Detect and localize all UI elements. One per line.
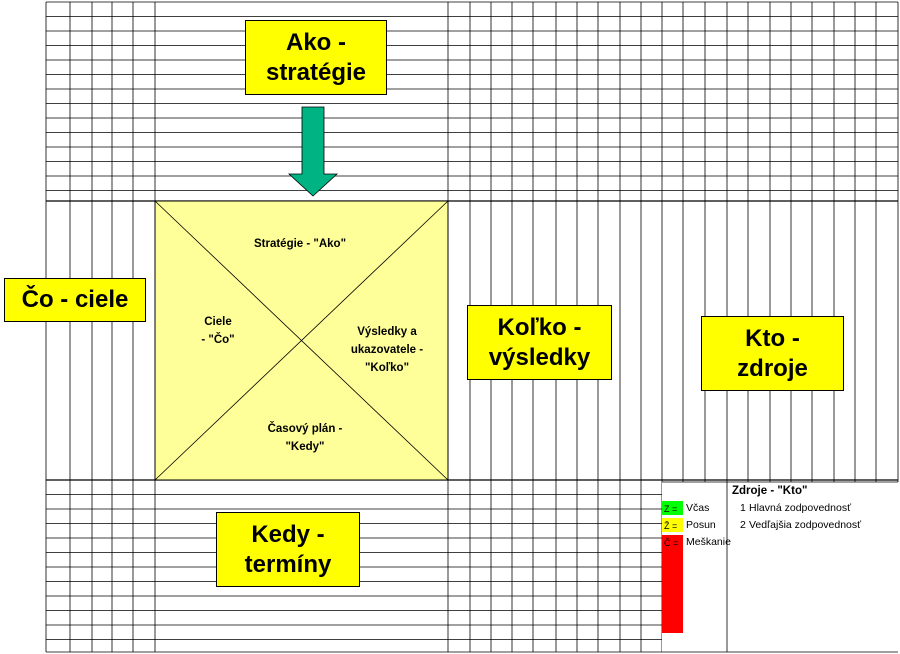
status-ontime-label: Včas (686, 502, 710, 514)
label-co: Čo - ciele (4, 278, 146, 322)
legend-resp1-num: 1 (740, 502, 746, 514)
legend-title: Zdroje - "Kto" (732, 485, 808, 497)
label-kolko: Koľko - výsledky (467, 305, 612, 380)
square-left-text: Ciele - "Čo" (201, 316, 235, 346)
status-ontime-letter: Z = (664, 504, 678, 514)
legend-panel (662, 481, 898, 653)
status-shift-letter: Ž = (664, 521, 678, 531)
square-right-text: Výsledky a ukazovatele - "Koľko" (350, 326, 424, 374)
legend-resp2: Vedľajšia zodpovednosť (749, 519, 862, 531)
legend-resp2-num: 2 (740, 519, 746, 531)
status-late-letter: Č = (664, 538, 679, 548)
label-ako: Ako - stratégie (245, 20, 387, 95)
status-red-swatch (662, 535, 683, 549)
label-kedy: Kedy - termíny (216, 512, 360, 587)
square-diagonal (154, 200, 449, 481)
status-shift-label: Posun (686, 519, 716, 531)
status-red-bar (662, 536, 683, 633)
status-late-label: Meškanie (686, 536, 731, 548)
status-green-swatch (662, 501, 683, 515)
square-top-text: Stratégie - "Ako" (253, 238, 347, 250)
status-yellow-swatch (662, 518, 683, 532)
square-bottom-text: Časový plán - "Kedy" (267, 423, 343, 453)
down-arrow-icon (287, 106, 339, 197)
label-kto: Kto - zdroje (701, 316, 844, 391)
legend-resp1: Hlavná zodpovednosť (749, 502, 852, 514)
